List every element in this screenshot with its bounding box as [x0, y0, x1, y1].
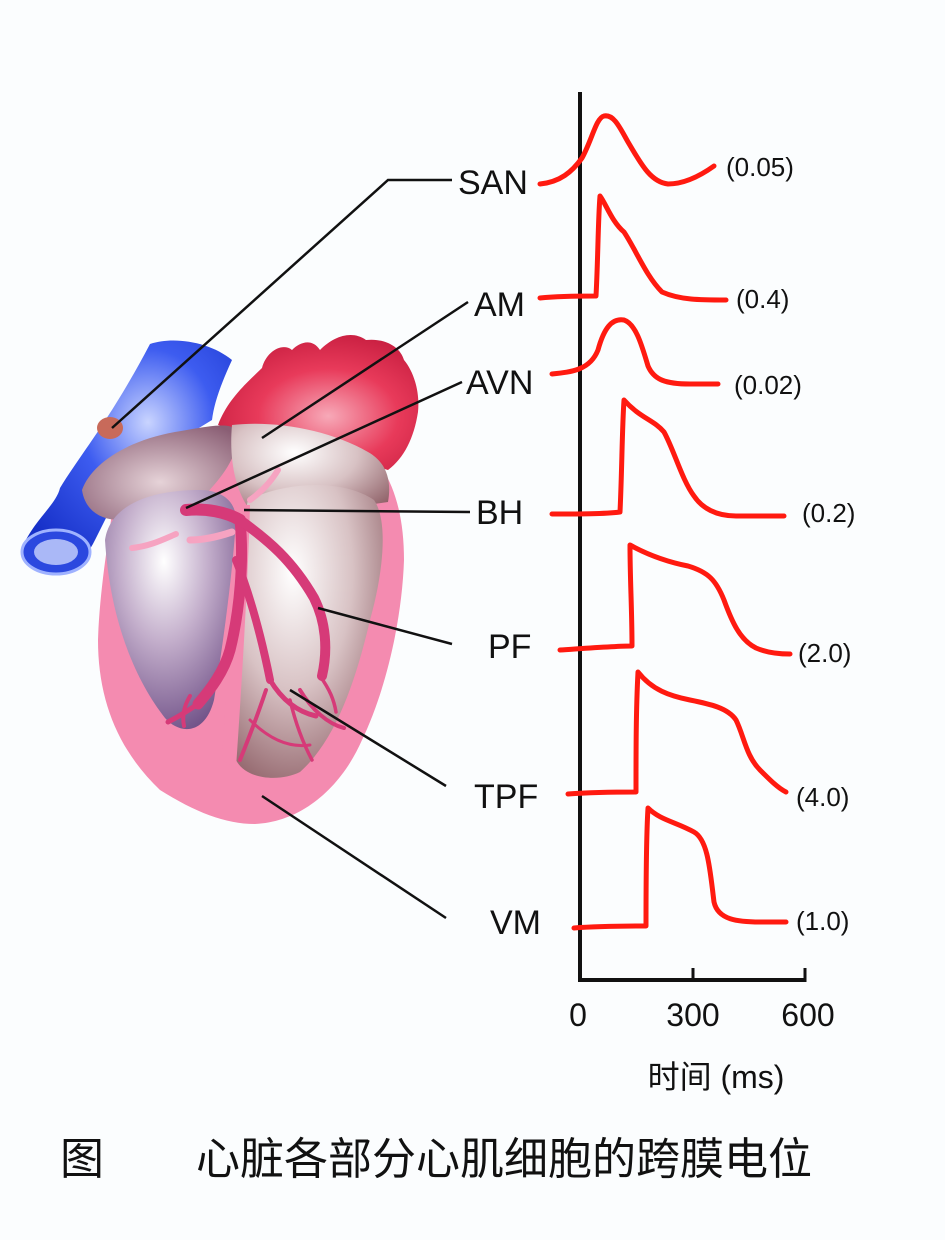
- waveform-vm: [574, 808, 786, 928]
- tick-label-600: 600: [781, 997, 834, 1033]
- value-bh: (0.2): [802, 498, 855, 528]
- label-san: SAN: [458, 164, 528, 202]
- value-am: (0.4): [736, 284, 789, 314]
- time-axis: 0 300 600 时间 (ms): [569, 92, 835, 1095]
- value-san: (0.05): [726, 152, 794, 182]
- axis-title: 时间 (ms): [648, 1059, 785, 1095]
- waveform-avn: [552, 320, 718, 384]
- heart-illustration: [22, 335, 418, 824]
- label-pf: PF: [488, 628, 531, 666]
- label-tpf: TPF: [474, 778, 538, 816]
- waveform-am: [540, 196, 726, 300]
- label-am: AM: [474, 286, 525, 324]
- waveforms: [540, 116, 790, 928]
- caption-prefix: 图: [60, 1134, 104, 1185]
- waveform-san: [540, 116, 714, 184]
- waveform-tpf: [568, 672, 786, 794]
- value-tpf: (4.0): [796, 782, 849, 812]
- leader-vm: [262, 796, 446, 918]
- value-vm: (1.0): [796, 906, 849, 936]
- label-avn: AVN: [466, 364, 533, 402]
- tick-label-300: 300: [666, 997, 719, 1033]
- region-labels: SAN AM AVN BH PF TPF VM: [458, 164, 541, 942]
- waveform-bh: [552, 400, 784, 516]
- value-avn: (0.02): [734, 370, 802, 400]
- figure-caption: 图 心脏各部分心肌细胞的跨膜电位: [60, 1134, 812, 1185]
- waveform-pf: [560, 545, 790, 654]
- tick-label-0: 0: [569, 997, 587, 1033]
- label-vm: VM: [490, 904, 541, 942]
- velocity-values: (0.05) (0.4) (0.02) (0.2) (2.0) (4.0) (1…: [726, 152, 855, 936]
- caption-title: 心脏各部分心肌细胞的跨膜电位: [196, 1134, 812, 1185]
- value-pf: (2.0): [798, 638, 851, 668]
- label-bh: BH: [476, 494, 523, 532]
